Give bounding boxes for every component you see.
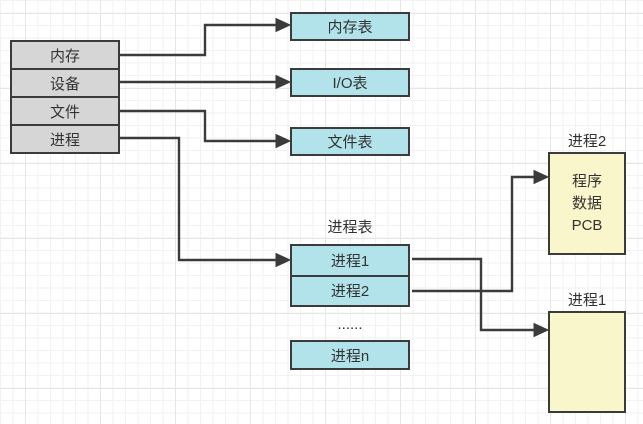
- system-table-row-file: 文件: [12, 96, 118, 124]
- process2-image-line-data: 数据: [571, 194, 602, 212]
- arrow-process1-to-image: [412, 257, 534, 332]
- arrowhead-process-table: [275, 252, 292, 268]
- system-table-row-device: 设备: [12, 68, 118, 96]
- io-table-node: I/O表: [290, 68, 410, 97]
- process2-image-line-program: 程序: [571, 172, 602, 190]
- arrowhead-file-table: [275, 133, 292, 149]
- process-table-row-1: 进程1: [330, 252, 370, 270]
- system-table-row-memory: 内存: [49, 47, 80, 65]
- arrow-memory-to-memory-table: [119, 23, 276, 57]
- process2-image-node: 程序 数据 PCB: [548, 152, 626, 255]
- process1-image-node: [548, 311, 626, 413]
- arrowhead-process2-image: [533, 169, 550, 185]
- process-table-node: 进程1 进程2: [290, 244, 410, 307]
- arrowhead-process1-image: [533, 322, 550, 338]
- process-table-row-n-node: 进程n: [290, 340, 410, 370]
- arrow-process2-to-image: [412, 175, 534, 293]
- process-table-title: 进程表: [327, 219, 373, 236]
- process-table-ellipsis: ......: [337, 316, 363, 333]
- system-table-row-process: 进程: [12, 124, 118, 152]
- system-table-node: 内存 设备 文件 进程: [10, 40, 120, 154]
- file-table-node: 文件表: [290, 127, 410, 156]
- process-table-row-2: 进程2: [292, 274, 408, 306]
- memory-table-node: 内存表: [290, 12, 410, 41]
- process2-image-line-pcb: PCB: [571, 216, 603, 234]
- arrow-file-to-file-table: [119, 109, 276, 143]
- arrowhead-memory-table: [275, 17, 292, 33]
- process2-image-label: 进程2: [567, 133, 607, 150]
- process1-image-label: 进程1: [567, 292, 607, 309]
- arrow-process-to-process-table: [119, 136, 276, 262]
- arrowhead-io-table: [275, 74, 292, 90]
